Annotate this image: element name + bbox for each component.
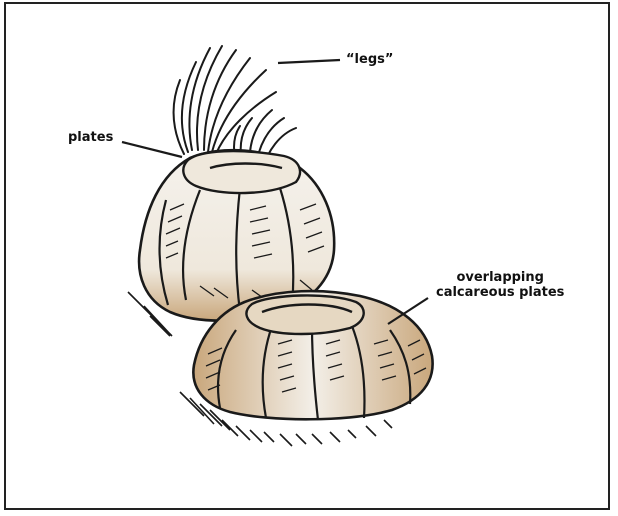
legs-leader-line	[278, 60, 340, 63]
overlapping-plates-label: overlapping calcareous plates	[436, 270, 564, 300]
upper-cap	[183, 151, 300, 193]
legs-label: “legs”	[346, 52, 393, 67]
overlapping-label-line2: calcareous plates	[436, 285, 564, 300]
overlapping-label-line1: overlapping	[436, 270, 564, 285]
plates-leader-line	[122, 142, 182, 157]
plates-label: plates	[68, 130, 113, 145]
lower-cap	[246, 295, 363, 334]
